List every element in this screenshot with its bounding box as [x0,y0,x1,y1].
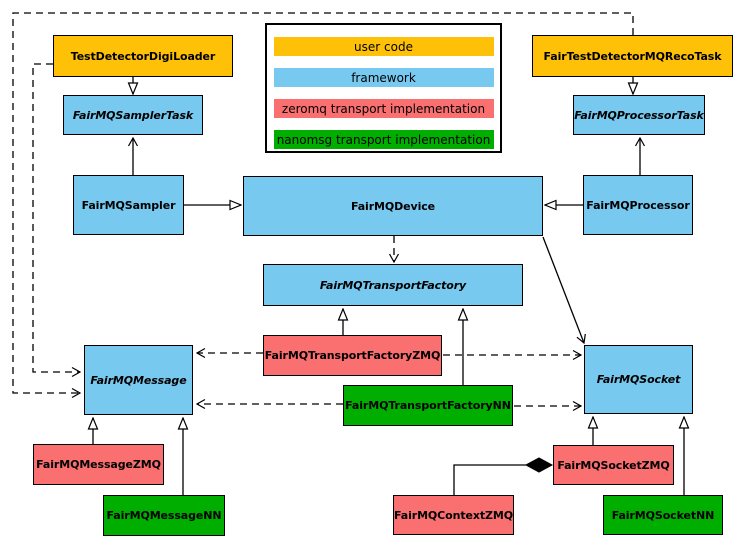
legend-item-nanomsg: nanomsg transport implementation [273,130,494,149]
node-label: FairMQSocketNN [611,508,715,522]
node-label: FairMQProcessor [586,198,690,212]
node-fairmqmessagezmq: FairMQMessageZMQ [33,444,164,485]
node-fairmqsocket: FairMQSocket [584,345,693,414]
node-fairmqsampler: FairMQSampler [73,175,184,235]
node-testdetectordigiloader: TestDetectorDigiLoader [53,35,233,77]
node-label: FairMQSocket [596,373,681,386]
node-label: FairMQTransportFactoryZMQ [264,349,441,362]
node-fairmqmessage: FairMQMessage [84,345,193,415]
node-label: FairMQTransportFactory [319,278,467,292]
node-label: FairMQMessageNN [106,509,222,522]
node-label: FairTestDetectorMQRecoTask [543,49,722,63]
node-label: FairMQTransportFactoryNN [345,399,511,412]
legend-item-framework: framework [273,68,494,87]
node-label: FairMQMessageZMQ [36,458,161,471]
node-fairmqdevice: FairMQDevice [243,176,543,236]
legend-item-label: framework [351,70,416,85]
edge-fairmqcontextzmq-fairmqsocketzmq-composition [453,457,554,495]
edge-testdetectordigiloader-fairmqmessage-dependency [32,63,80,372]
node-label: FairMQSampler [81,198,176,212]
edge-fairtestdetectormqrecotask-fairmqmessage-dependency [12,12,634,393]
node-fairmqtransportfactorynn: FairMQTransportFactoryNN [343,385,513,426]
node-label: FairMQMessage [90,373,187,387]
composition-diamond-icon [524,457,554,473]
node-fairmqprocessor: FairMQProcessor [583,175,693,235]
node-fairmqsocketzmq: FairMQSocketZMQ [553,445,674,485]
legend-item-user-code: user code [273,37,494,56]
node-fairtestdetectormqrecotask: FairTestDetectorMQRecoTask [532,35,733,77]
node-label: FairMQSamplerTask [72,108,194,122]
node-label: FairMQContextZMQ [394,508,513,522]
node-fairmqsamplertask: FairMQSamplerTask [63,95,203,135]
node-label: FairMQSocketZMQ [557,458,670,472]
node-fairmqsocketnn: FairMQSocketNN [603,495,723,535]
node-fairmqmessagenn: FairMQMessageNN [103,495,225,536]
legend-item-label: nanomsg transport implementation [276,132,491,147]
node-label: TestDetectorDigiLoader [70,49,216,63]
legend-item-label: zeromq transport implementation [281,101,486,116]
node-fairmqtransportfactory: FairMQTransportFactory [263,264,523,306]
legend-item-label: user code [354,39,413,54]
node-fairmqcontextzmq: FairMQContextZMQ [393,495,514,535]
node-fairmqprocessortask: FairMQProcessorTask [573,95,705,135]
node-label: FairMQDevice [350,199,436,213]
legend: user code framework zeromq transport imp… [265,23,502,153]
edge-fairmqdevice-fairmqsocket-association [542,236,584,343]
node-fairmqtransportfactoryzmq: FairMQTransportFactoryZMQ [263,335,442,376]
node-label: FairMQProcessorTask [574,108,704,122]
legend-item-zeromq: zeromq transport implementation [273,99,494,118]
